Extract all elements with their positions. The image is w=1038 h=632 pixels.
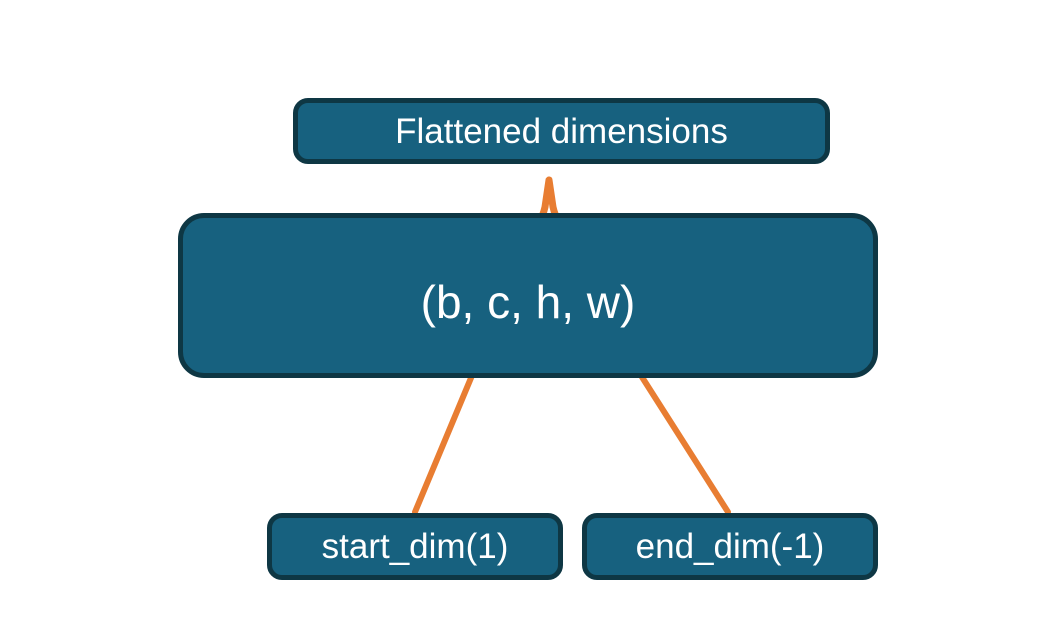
tensor-shape-box: (b, c, h, w) (178, 213, 878, 378)
flattened-dimensions-box: Flattened dimensions (293, 98, 830, 164)
flattened-dimensions-label: Flattened dimensions (395, 111, 728, 151)
end-dim-box: end_dim(-1) (582, 513, 878, 580)
start-dim-label: start_dim(1) (321, 527, 509, 566)
tensor-shape-label: (b, c, h, w) (420, 275, 636, 328)
start-dim-box: start_dim(1) (267, 513, 563, 580)
end-dim-label: end_dim(-1) (635, 527, 825, 566)
